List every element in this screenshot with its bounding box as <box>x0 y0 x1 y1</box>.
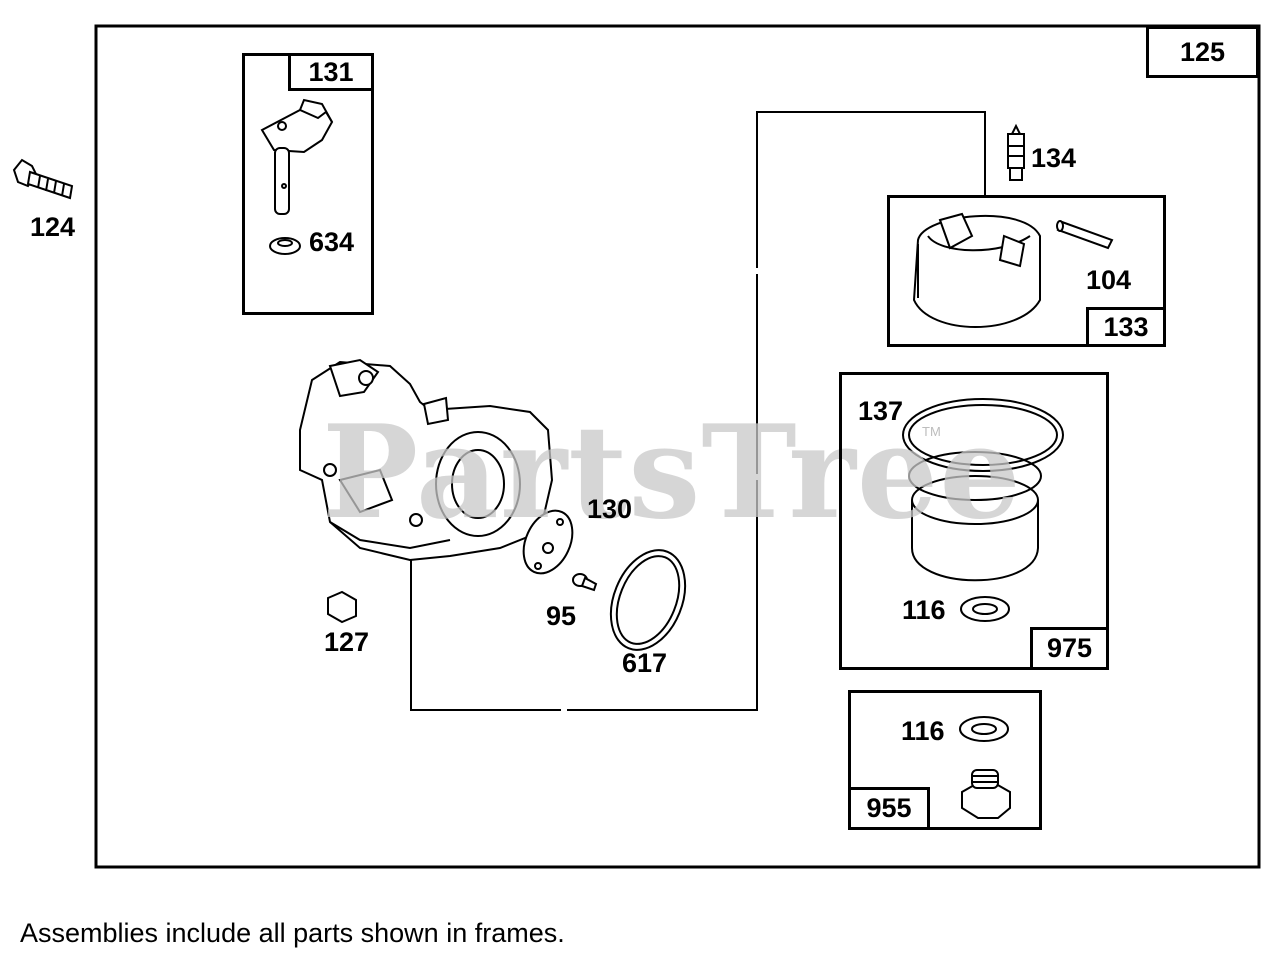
part-label-124[interactable]: 124 <box>30 212 76 242</box>
bowl-gasket-part <box>902 398 1064 501</box>
seal-part <box>269 237 301 255</box>
bolt-part <box>12 158 74 200</box>
part-label-104[interactable]: 104 <box>1086 265 1132 295</box>
part-label-137[interactable]: 137 <box>858 396 904 426</box>
main-assembly-frame <box>94 24 1261 869</box>
frame-label-955[interactable]: 955 <box>848 787 930 830</box>
watermark: PartsTree <box>322 398 1022 548</box>
frame-label-131[interactable]: 131 <box>288 53 374 91</box>
inlet-needle-part <box>1007 123 1025 181</box>
part-label-130[interactable]: 130 <box>587 494 633 524</box>
throttle-shaft-part <box>260 98 334 215</box>
hinge-pin-part <box>1056 220 1114 250</box>
washer-part <box>960 596 1010 622</box>
o-ring-part <box>609 549 687 651</box>
part-label-116-b[interactable]: 116 <box>901 716 945 746</box>
frame-label-133[interactable]: 133 <box>1086 307 1166 347</box>
washer-part-2 <box>959 716 1009 742</box>
part-label-127[interactable]: 127 <box>324 627 370 657</box>
frame-133 <box>887 195 1166 347</box>
part-label-617[interactable]: 617 <box>622 648 668 678</box>
frame-label-125[interactable]: 125 <box>1146 26 1259 78</box>
gasket-part <box>522 509 574 575</box>
part-label-116[interactable]: 116 <box>902 595 946 625</box>
frame-131 <box>242 53 374 315</box>
part-label-634[interactable]: 634 <box>309 227 355 257</box>
carburetor-body-part <box>299 358 554 562</box>
frame-955 <box>848 690 1042 830</box>
welch-plug-part <box>327 590 357 624</box>
watermark-trademark: TM <box>922 424 941 439</box>
frame-975 <box>839 372 1109 670</box>
part-label-95[interactable]: 95 <box>546 601 577 631</box>
frame-label-975[interactable]: 975 <box>1030 627 1109 670</box>
assembly-leader-line <box>410 111 986 711</box>
diagram-caption: Assemblies include all parts shown in fr… <box>20 918 565 948</box>
screw-part <box>572 573 598 592</box>
bowl-nut-part <box>961 769 1011 819</box>
part-label-134[interactable]: 134 <box>1031 143 1077 173</box>
float-part <box>912 212 1041 328</box>
